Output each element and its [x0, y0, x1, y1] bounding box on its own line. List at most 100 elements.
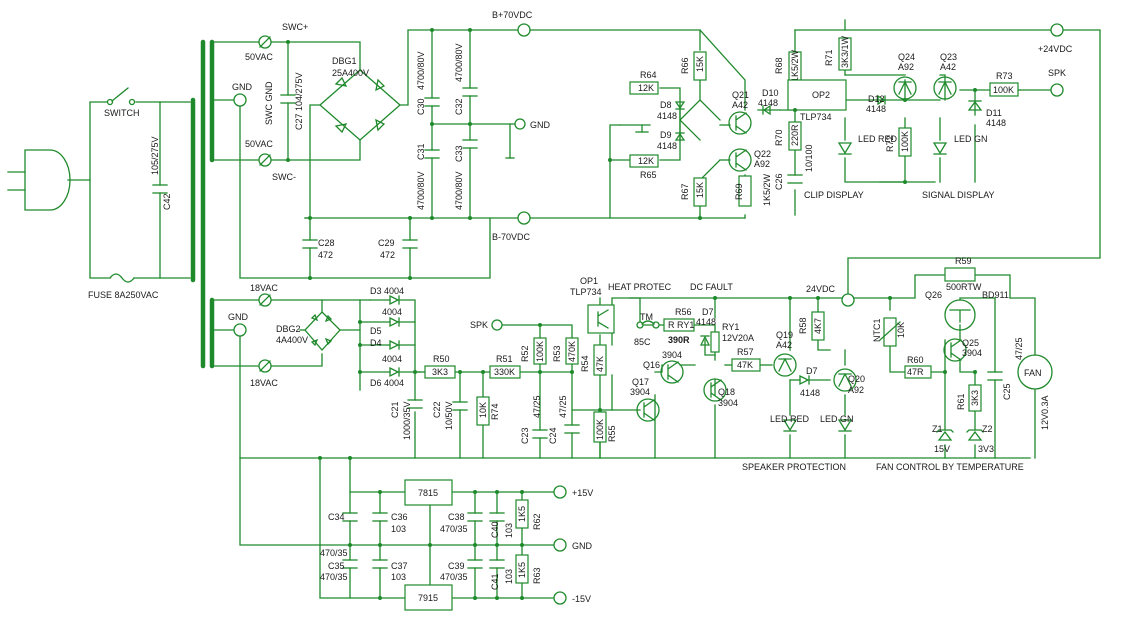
r57-value: 47K: [737, 360, 753, 370]
diode-d9: [674, 132, 686, 141]
q17-symbol: [643, 399, 655, 421]
q17-name: Q17: [632, 377, 649, 387]
d12-value: 4148: [866, 104, 886, 114]
capacitor-c26: [787, 174, 803, 184]
capacitor-c35: [342, 559, 358, 569]
c42-value: 105/275V: [150, 136, 160, 175]
c24-name: C24: [548, 427, 558, 444]
c40-name: C40: [490, 521, 500, 538]
r55-value: 100K: [595, 419, 605, 440]
swc-gnd-label: SWC GND: [264, 81, 274, 125]
r56-value: 390R: [668, 335, 690, 345]
resistor-r63: [515, 554, 529, 584]
c39-value: 470/35: [440, 572, 468, 582]
clip-display-label: CLIP DISPLAY: [804, 190, 864, 200]
bridge-dbg2: [304, 311, 341, 351]
led-red-speaker: [782, 419, 798, 432]
r69-value: 1K5/2W: [762, 173, 772, 206]
d11-value: 4148: [986, 118, 1006, 128]
resistor-r60: [904, 365, 932, 379]
tm-contact-b: [652, 321, 660, 329]
r65-value: 12K: [638, 156, 654, 166]
resistor-r50: [424, 365, 456, 379]
r50-value: 3K3: [432, 367, 448, 377]
reg-7915-label: 7915: [418, 593, 438, 603]
r59-value: 500RTW: [946, 282, 982, 292]
dbg2-value: 4A400V: [276, 335, 308, 345]
led-gn-speaker: [837, 419, 853, 432]
capacitor-c33: [462, 139, 478, 149]
r68-value: 1K5/2W: [790, 49, 800, 82]
resistor-r73: [989, 82, 1019, 97]
transistor-q23: [933, 76, 957, 100]
q19-name: Q19: [776, 330, 793, 340]
optocoupler-op2: [787, 79, 847, 111]
spk-terminal-out: [1050, 83, 1064, 97]
c24-value: 47/25: [558, 395, 568, 418]
r67-value: 15K: [695, 182, 705, 198]
q26-value: BD911: [982, 290, 1009, 300]
fan-value: 12V0.3A: [1040, 395, 1050, 430]
capacitor-c24: [564, 424, 580, 434]
c32-value: 4700/80V: [454, 43, 464, 82]
q21-value: A42: [732, 100, 748, 110]
zener-z2: [966, 429, 984, 441]
diode-d7-relay: [699, 335, 711, 346]
optocoupler-op1: [587, 304, 615, 334]
d5-name: D5: [370, 326, 382, 336]
diode-d6: [389, 366, 400, 378]
transistor-q21: [728, 111, 752, 135]
transistor-q17: [636, 398, 660, 422]
d6-label: D6 4004: [370, 378, 404, 388]
c37-value: 103: [391, 572, 406, 582]
c40-value: 103: [504, 523, 514, 538]
p15-label: +15V: [572, 488, 593, 498]
r74-value: 10K: [478, 402, 488, 418]
c42-name: C42: [162, 193, 172, 210]
c26-name: C26: [774, 173, 784, 190]
diode-d4: [389, 339, 400, 351]
q24-name: Q24: [898, 52, 915, 62]
q25-name: Q25: [962, 338, 979, 348]
resistor-r53: [565, 337, 579, 365]
resistor-r51: [489, 365, 521, 379]
ntc1-arrow: [879, 321, 901, 341]
v24-mid-terminal: [841, 293, 855, 307]
diode-d8: [674, 101, 686, 110]
diode-d10: [762, 104, 771, 116]
c29-name: C29: [378, 238, 395, 248]
thermal-switch-tm: [641, 320, 655, 325]
d9-name: D9: [660, 130, 672, 140]
gnd-psu-terminal: [553, 538, 567, 552]
transistor-q18: [703, 378, 727, 402]
gnd-main-terminal: [514, 118, 526, 130]
capacitor-c36: [372, 512, 388, 522]
regulator-7815: [404, 479, 453, 506]
signal-display-label: SIGNAL DISPLAY: [922, 190, 995, 200]
zener-z1: [936, 429, 954, 441]
r70-name: R70: [774, 129, 784, 146]
r54-name: R54: [580, 355, 590, 372]
c39-name: C39: [448, 561, 465, 571]
m15-terminal: [553, 591, 567, 605]
q21-symbol: [735, 112, 747, 134]
c28-value: 472: [318, 250, 333, 260]
c33-name: C33: [454, 145, 464, 162]
resistor-r71: [838, 37, 852, 71]
r61-name: R61: [956, 393, 966, 410]
capacitor-c40: [489, 512, 505, 522]
fuse: [109, 273, 135, 283]
r71-value: 3K3/1W: [840, 35, 850, 68]
c23-name: C23: [520, 427, 530, 444]
m15-label: -15V: [572, 594, 591, 604]
tm-value: 85C: [634, 337, 651, 347]
r52-name: R52: [520, 345, 530, 362]
r52-value: 100K: [535, 341, 545, 362]
tlp734-a-label: TLP734: [800, 112, 832, 122]
resistor-r62: [515, 499, 529, 529]
d8-name: D8: [660, 100, 672, 110]
clip-detector-wiring: [529, 19, 1101, 297]
capacitor-c28: [302, 239, 318, 249]
c22-value: 10/50V: [444, 401, 454, 430]
